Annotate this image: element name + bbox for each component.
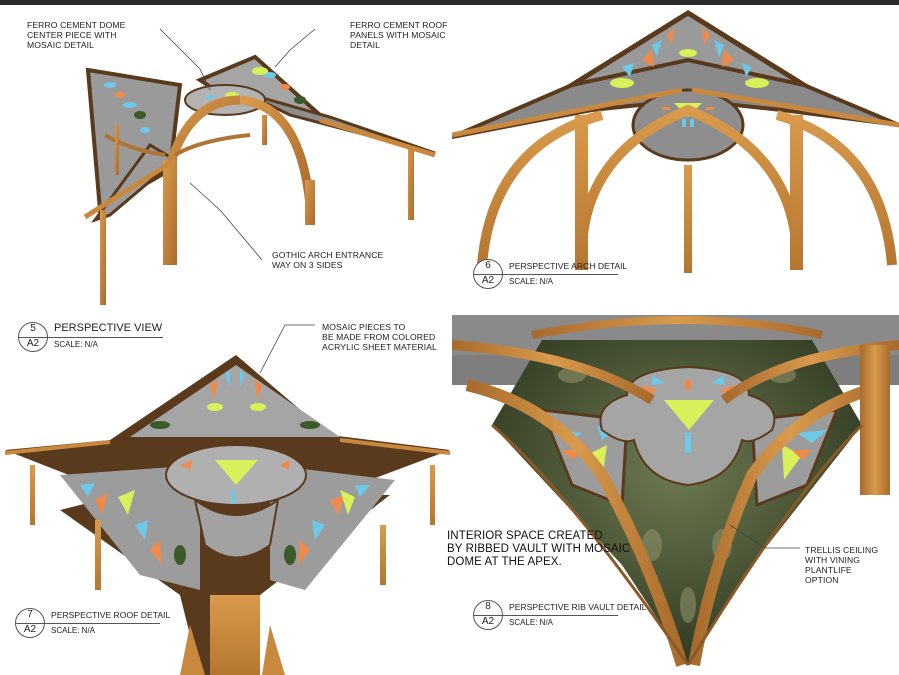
- note-line: FERRO CEMENT ROOF: [350, 20, 448, 30]
- divider: [48, 337, 163, 338]
- view-scale: SCALE: N/A: [509, 618, 554, 627]
- rib-vault-illustration: [452, 315, 899, 667]
- note-line: CENTER PIECE WITH: [27, 30, 117, 40]
- note-line: TRELLIS CEILING: [805, 545, 879, 555]
- note-gothic-arch: GOTHIC ARCH ENTRANCE WAY ON 3 SIDES: [272, 250, 383, 270]
- sheet-number: A2: [26, 338, 40, 349]
- note-line: WAY ON 3 SIDES: [272, 260, 343, 270]
- view-title: PERSPECTIVE RIB VAULT DETAIL: [509, 602, 647, 612]
- note-line: ACRYLIC SHEET MATERIAL: [322, 342, 437, 352]
- view-number: 7: [27, 609, 33, 620]
- view-number: 5: [30, 323, 36, 334]
- note-line: GOTHIC ARCH ENTRANCE: [272, 250, 384, 260]
- view-title: PERSPECTIVE ARCH DETAIL: [509, 261, 628, 271]
- divider: [503, 615, 618, 616]
- divider: [45, 623, 160, 624]
- sheet-number: A2: [481, 616, 495, 627]
- sheet-number: A2: [23, 624, 37, 635]
- divider: [473, 615, 503, 616]
- note-line: FERRO CEMENT DOME: [27, 20, 126, 30]
- drawing-sheet: FERRO CEMENT DOME CENTER PIECE WITH MOSA…: [0, 5, 899, 675]
- top-border: [0, 0, 899, 5]
- note-line: MOSAIC DETAIL: [27, 40, 95, 50]
- arch-detail-illustration: [452, 10, 899, 273]
- leader-lines: [159, 28, 800, 549]
- view-number: 6: [485, 260, 491, 271]
- note-roof-panels: FERRO CEMENT ROOF PANELS WITH MOSAIC DET…: [350, 20, 448, 50]
- view-title: PERSPECTIVE VIEW: [54, 322, 163, 334]
- view-scale: SCALE: N/A: [51, 626, 96, 635]
- divider: [473, 274, 503, 275]
- note-mosaic-pieces: MOSAIC PIECES TO BE MADE FROM COLORED AC…: [322, 322, 437, 352]
- divider: [15, 623, 45, 624]
- perspective-view-illustration: [83, 54, 436, 305]
- note-interior-space: INTERIOR SPACE CREATED BY RIBBED VAULT W…: [447, 530, 630, 569]
- note-dome-center: FERRO CEMENT DOME CENTER PIECE WITH MOSA…: [27, 20, 125, 50]
- view-number: 8: [485, 601, 491, 612]
- note-line: BY RIBBED VAULT WITH MOSAIC: [447, 543, 631, 555]
- note-line: WITH VINING PLANTLIFE: [805, 555, 861, 575]
- note-trellis-ceiling: TRELLIS CEILING WITH VINING PLANTLIFE OP…: [805, 545, 899, 585]
- note-line: DOME AT THE APEX.: [447, 556, 562, 568]
- note-line: OPTION: [805, 575, 839, 585]
- roof-detail-illustration: [4, 355, 450, 675]
- view-scale: SCALE: N/A: [509, 277, 554, 286]
- divider: [503, 274, 618, 275]
- view-scale: SCALE: N/A: [54, 340, 99, 349]
- note-line: BE MADE FROM COLORED: [322, 332, 436, 342]
- view-title: PERSPECTIVE ROOF DETAIL: [51, 610, 171, 620]
- note-line: INTERIOR SPACE CREATED: [447, 530, 603, 542]
- sheet-number: A2: [481, 275, 495, 286]
- note-line: MOSAIC PIECES TO: [322, 322, 406, 332]
- divider: [18, 337, 48, 338]
- note-line: DETAIL: [350, 40, 381, 50]
- note-line: PANELS WITH MOSAIC: [350, 30, 446, 40]
